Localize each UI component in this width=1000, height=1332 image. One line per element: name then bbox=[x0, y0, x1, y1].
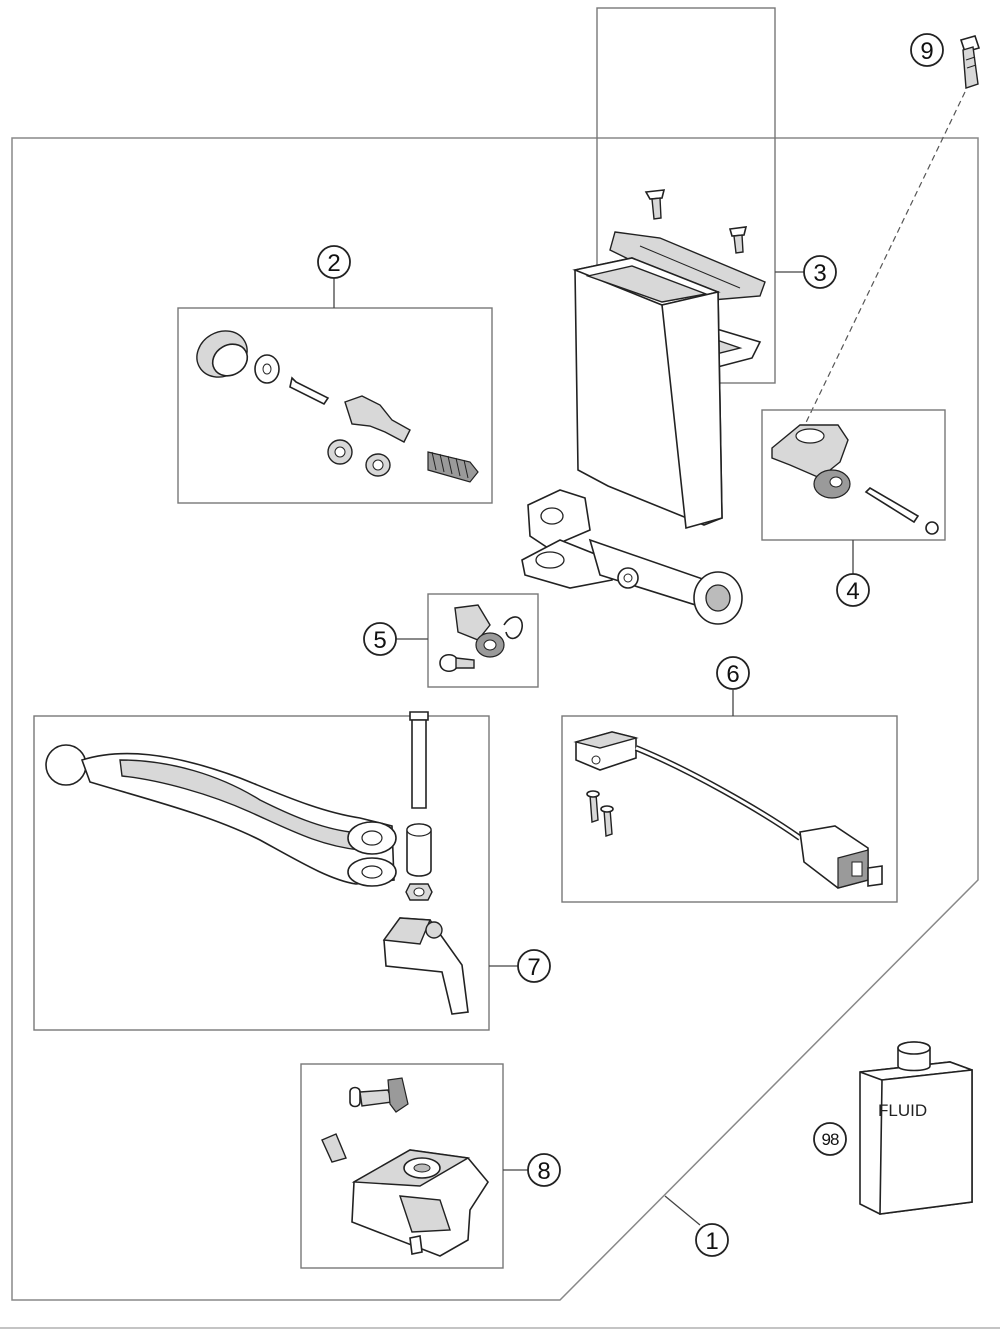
kit-box-6 bbox=[561, 715, 898, 903]
callout-1-label: 1 bbox=[705, 1228, 718, 1255]
leader-dashed-9 bbox=[799, 91, 966, 436]
callout-2[interactable]: 2 bbox=[317, 245, 351, 279]
callout-6-label: 6 bbox=[726, 661, 739, 688]
bolt-part-9 bbox=[959, 35, 981, 89]
callout-3-label: 3 bbox=[813, 260, 826, 287]
lever-pivot-parts bbox=[771, 424, 939, 535]
kit-box-8 bbox=[300, 1063, 504, 1269]
piston-kit-parts bbox=[196, 330, 479, 483]
kit-box-2 bbox=[177, 307, 493, 504]
callout-4-label: 4 bbox=[846, 578, 859, 605]
callout-8[interactable]: 8 bbox=[527, 1153, 561, 1187]
callout-9-label: 9 bbox=[920, 38, 933, 65]
callout-98-label: 98 bbox=[822, 1130, 839, 1149]
callout-98[interactable]: 98 bbox=[813, 1122, 847, 1156]
callout-3[interactable]: 3 bbox=[803, 255, 837, 289]
fluid-label: FLUID bbox=[878, 1101, 927, 1120]
callout-5-label: 5 bbox=[373, 627, 386, 654]
callout-2-label: 2 bbox=[327, 250, 340, 277]
callout-9[interactable]: 9 bbox=[910, 33, 944, 67]
kit-box-4 bbox=[761, 409, 946, 541]
callout-7[interactable]: 7 bbox=[517, 949, 551, 983]
assembly-boundary bbox=[11, 137, 979, 1301]
callout-1[interactable]: 1 bbox=[695, 1223, 729, 1257]
callout-4[interactable]: 4 bbox=[836, 573, 870, 607]
callout-5[interactable]: 5 bbox=[363, 622, 397, 656]
kit-box-7 bbox=[33, 715, 490, 1031]
kit-box-5 bbox=[427, 593, 539, 688]
master-cylinder-body bbox=[521, 257, 743, 625]
callout-8-label: 8 bbox=[537, 1158, 550, 1185]
callout-7-label: 7 bbox=[527, 954, 540, 981]
switch-parts bbox=[573, 731, 883, 889]
adjuster-parts bbox=[439, 604, 523, 673]
bracket-parts bbox=[321, 1077, 489, 1257]
hand-lever-parts bbox=[45, 711, 469, 1015]
fluid-bottle: FLUID bbox=[859, 1041, 973, 1215]
callout-6[interactable]: 6 bbox=[716, 656, 750, 690]
